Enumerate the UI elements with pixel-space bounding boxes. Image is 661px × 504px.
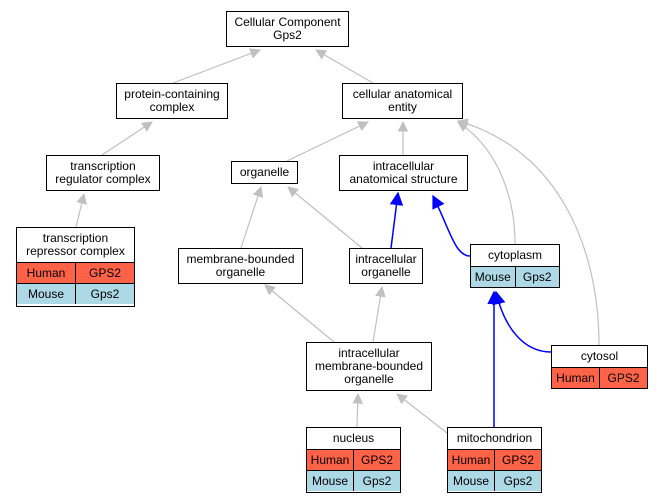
gene-cell: GPS2 bbox=[75, 263, 134, 283]
node-cytosol[interactable]: cytosol Human GPS2 bbox=[551, 345, 648, 389]
gene-cell: Gps2 bbox=[75, 284, 134, 304]
gene-cell: Gps2 bbox=[494, 471, 541, 491]
gene-cell: Gps2 bbox=[514, 267, 559, 287]
node-mitochondrion[interactable]: mitochondrion Human GPS2 Mouse Gps2 bbox=[447, 427, 542, 493]
node-nucleus[interactable]: nucleus Human GPS2 Mouse Gps2 bbox=[306, 427, 401, 493]
edge-cytoplasm-to-cellular-anatomical-entity bbox=[457, 121, 516, 245]
node-cellular-anatomical-entity[interactable]: cellular anatomical entity bbox=[342, 83, 463, 119]
species-row-human: Human GPS2 bbox=[552, 367, 647, 388]
edge-cytosol-to-cytoplasm bbox=[492, 290, 552, 353]
edge-membrane-bounded-organelle-to-organelle bbox=[240, 185, 264, 249]
node-title: Cellular Component Gps2 bbox=[234, 15, 341, 42]
node-title: cytosol bbox=[580, 349, 619, 363]
gene-cell: GPS2 bbox=[494, 450, 541, 470]
edge-cytoplasm-to-intracellular-anatomical-structure bbox=[432, 194, 471, 257]
edge-intracellular-organelle-to-organelle bbox=[287, 186, 363, 249]
edge-organelle-to-cellular-anatomical-entity bbox=[286, 121, 369, 162]
node-intracellular-organelle[interactable]: intracellular organelle bbox=[349, 248, 423, 284]
node-protein-containing-complex[interactable]: protein-containing complex bbox=[116, 83, 228, 119]
node-intracellular-anatomical-structure[interactable]: intracellular anatomical structure bbox=[339, 155, 468, 191]
species-cell: Mouse bbox=[471, 267, 515, 287]
species-cell: Mouse bbox=[448, 471, 494, 491]
node-transcription-regulator-complex[interactable]: transcription regulator complex bbox=[46, 155, 160, 191]
node-title: intracellular organelle bbox=[355, 252, 417, 279]
species-cell: Mouse bbox=[307, 471, 353, 491]
species-cell: Human bbox=[448, 450, 494, 470]
edge-intracellular-organelle-to-intracellular-anatomical-structure bbox=[389, 191, 404, 249]
node-title: transcription regulator complex bbox=[55, 159, 151, 186]
node-title: intracellular membrane-bounded organelle bbox=[314, 346, 424, 386]
edge-nucleus-to-intracellular-membrane-bounded-organelle bbox=[352, 392, 364, 428]
species-row-human: Human GPS2 bbox=[448, 449, 541, 470]
node-title: cellular anatomical entity bbox=[352, 87, 453, 114]
species-row-mouse: Mouse Gps2 bbox=[307, 470, 400, 491]
node-title: cytoplasm bbox=[487, 248, 543, 262]
species-row-human: Human GPS2 bbox=[307, 449, 400, 470]
species-row-mouse: Mouse Gps2 bbox=[448, 470, 541, 491]
node-transcription-repressor-complex[interactable]: transcription repressor complex Human GP… bbox=[16, 227, 135, 307]
species-cell: Human bbox=[307, 450, 353, 470]
gene-cell: GPS2 bbox=[353, 450, 400, 470]
gene-cell: GPS2 bbox=[599, 368, 647, 388]
node-membrane-bounded-organelle[interactable]: membrane-bounded organelle bbox=[178, 248, 303, 284]
gene-cell: Gps2 bbox=[353, 471, 400, 491]
species-cell: Human bbox=[17, 263, 75, 283]
node-title: membrane-bounded organelle bbox=[186, 252, 295, 279]
node-organelle[interactable]: organelle bbox=[231, 161, 298, 184]
edge-mitochondrion-to-intracellular-membrane-bounded-organelle bbox=[396, 393, 448, 434]
edge-protein-containing-complex-to-cellular-component bbox=[172, 48, 262, 84]
edge-cellular-anatomical-entity-to-cellular-component bbox=[315, 49, 374, 84]
species-cell: Human bbox=[552, 368, 599, 388]
species-row-mouse: Mouse Gps2 bbox=[17, 283, 134, 304]
species-row-mouse: Mouse Gps2 bbox=[471, 266, 559, 287]
edge-intracellular-membrane-bounded-organelle-to-membrane-bounded-organelle bbox=[264, 284, 335, 343]
node-title: organelle bbox=[239, 165, 290, 179]
node-title: transcription repressor complex bbox=[26, 231, 125, 258]
edge-transcription-regulator-complex-to-protein-containing-complex bbox=[101, 121, 153, 156]
species-row-human: Human GPS2 bbox=[17, 262, 134, 283]
node-title: nucleus bbox=[332, 431, 375, 445]
edge-cytosol-to-cellular-anatomical-entity bbox=[456, 118, 600, 346]
species-cell: Mouse bbox=[17, 284, 75, 304]
node-intracellular-membrane-bounded-organelle[interactable]: intracellular membrane-bounded organelle bbox=[306, 342, 432, 391]
node-title: intracellular anatomical structure bbox=[349, 159, 458, 186]
node-title: mitochondrion bbox=[456, 431, 533, 445]
node-cellular-component[interactable]: Cellular Component Gps2 bbox=[226, 11, 349, 47]
node-title: protein-containing complex bbox=[124, 87, 220, 114]
edge-intracellular-membrane-bounded-organelle-to-intracellular-organelle bbox=[372, 285, 386, 343]
node-cytoplasm[interactable]: cytoplasm Mouse Gps2 bbox=[470, 244, 560, 288]
edge-transcription-repressor-complex-to-transcription-regulator-complex bbox=[75, 192, 87, 228]
